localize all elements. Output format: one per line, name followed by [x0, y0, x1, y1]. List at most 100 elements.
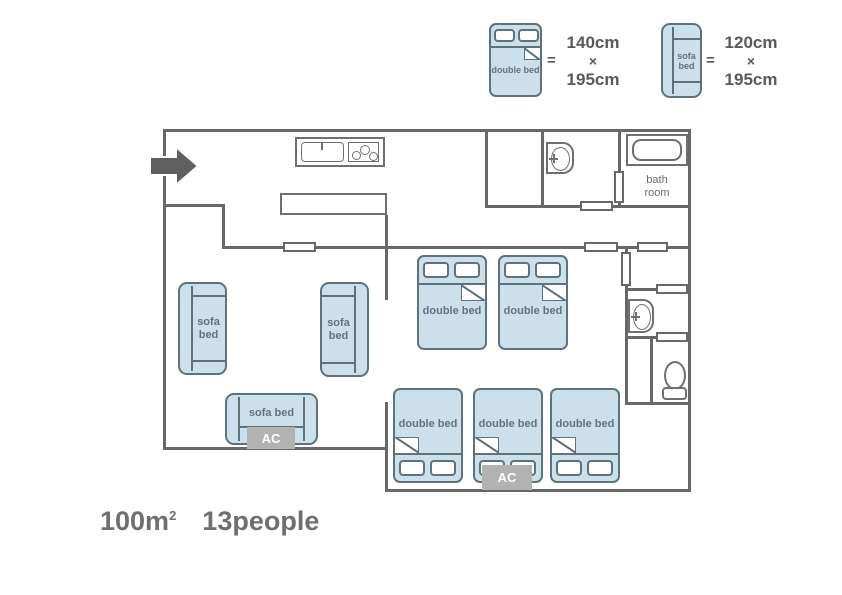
door-opening	[584, 242, 618, 252]
stove	[348, 142, 379, 162]
door-opening	[621, 252, 631, 286]
sheet-line	[500, 283, 566, 285]
door-opening	[580, 201, 613, 211]
pillow-icon	[518, 29, 539, 42]
sofa-bed: sofa bed	[320, 282, 369, 377]
sofa-armrest-line	[322, 295, 354, 297]
equals-sign: =	[706, 52, 715, 69]
sofa-armrest-line	[322, 362, 354, 364]
kitchen-unit	[295, 137, 385, 167]
sofa-armrest-line	[193, 360, 225, 362]
double-bed-label: double bed	[555, 417, 615, 430]
kitchen-counter	[280, 193, 387, 215]
pillow-icon	[430, 460, 456, 476]
sofa-armrest-line	[193, 295, 225, 297]
toilet-bowl	[664, 361, 686, 390]
sofa-bed-label: sofa bed	[248, 406, 295, 419]
double-bed-label: double bed	[398, 417, 458, 430]
entrance-arrow-icon	[149, 144, 200, 188]
blanket-fold-icon	[542, 285, 566, 301]
wall	[688, 129, 691, 492]
wall	[625, 249, 628, 405]
wall	[385, 402, 388, 492]
double-bed-label: double bed	[478, 417, 538, 430]
wall	[163, 204, 225, 207]
sofa-bed: sofa bed	[178, 282, 227, 375]
sheet-line	[395, 453, 461, 455]
burner-icon	[369, 152, 378, 161]
wall	[485, 132, 488, 208]
area-exponent: 2	[169, 508, 177, 523]
wall	[222, 204, 225, 249]
double-bed: double bed	[498, 255, 568, 350]
pillow-icon	[504, 262, 530, 278]
sheet-line	[419, 283, 485, 285]
capacity-value: 13people	[202, 506, 320, 536]
wall	[385, 489, 691, 492]
washbasin	[628, 299, 654, 333]
legend-double-bed-icon: double bed	[489, 23, 542, 97]
equals-sign: =	[547, 52, 556, 69]
sofa-bed-label: sofa bed	[197, 315, 220, 341]
sofa-armrest-line	[674, 38, 700, 40]
double-bed: double bed	[417, 255, 487, 350]
sofa-bed-label: sofa bed	[327, 316, 350, 342]
double-bed-dimensions: 140cm × 195cm	[566, 33, 620, 89]
pillow-icon	[556, 460, 582, 476]
double-bed-label: double bed	[503, 304, 563, 317]
bathroom-label: bath room	[644, 174, 670, 199]
blanket-fold-icon	[524, 48, 540, 60]
door-opening	[637, 242, 668, 252]
faucet-icon	[553, 154, 555, 163]
sheet-line	[475, 453, 541, 455]
wall	[163, 129, 691, 132]
blanket-fold-icon	[395, 437, 419, 453]
double-bed: double bed	[393, 388, 463, 483]
door-opening	[614, 171, 624, 203]
sofa-back-line	[672, 27, 674, 94]
sofa-back-line	[191, 286, 193, 371]
wall	[541, 132, 544, 208]
wall	[618, 132, 621, 208]
bathtub-inner	[632, 139, 682, 161]
faucet-icon	[321, 142, 323, 150]
wall	[163, 129, 166, 450]
pillow-icon	[535, 262, 561, 278]
sheet-line	[552, 453, 618, 455]
blanket-fold-icon	[552, 437, 576, 453]
ac-unit: AC	[482, 465, 532, 490]
legend-sofa-bed-icon: sofa bed	[661, 23, 702, 98]
pillow-icon	[423, 262, 449, 278]
washbasin	[546, 142, 574, 174]
double-bed-label: double bed	[422, 304, 482, 317]
pillow-icon	[587, 460, 613, 476]
door-opening	[656, 332, 688, 342]
wall	[625, 402, 691, 405]
sofa-armrest-line	[238, 397, 240, 441]
legend-sofa-bed-label: sofa bed	[677, 50, 696, 71]
sofa-back-line	[354, 286, 356, 373]
burner-icon	[352, 151, 361, 160]
burner-icon	[360, 145, 370, 155]
pillow-icon	[399, 460, 425, 476]
sofa-armrest-line	[674, 81, 700, 83]
double-bed: double bed	[550, 388, 620, 483]
wall	[385, 215, 388, 300]
blanket-fold-icon	[475, 437, 499, 453]
door-opening	[283, 242, 316, 252]
sheet-line	[491, 46, 540, 48]
blanket-fold-icon	[461, 285, 485, 301]
wall	[222, 246, 691, 249]
toilet-base	[662, 387, 687, 400]
area-capacity-label: 100m2 13people	[100, 506, 319, 537]
area-value: 100m	[100, 506, 170, 536]
pillow-icon	[494, 29, 515, 42]
faucet-icon	[635, 312, 637, 321]
door-opening	[656, 284, 688, 294]
sofa-armrest-line	[303, 397, 305, 441]
ac-unit: AC	[247, 427, 295, 449]
legend-double-bed-label: double bed	[491, 65, 540, 75]
pillow-icon	[454, 262, 480, 278]
sofa-bed-dimensions: 120cm × 195cm	[724, 33, 778, 89]
